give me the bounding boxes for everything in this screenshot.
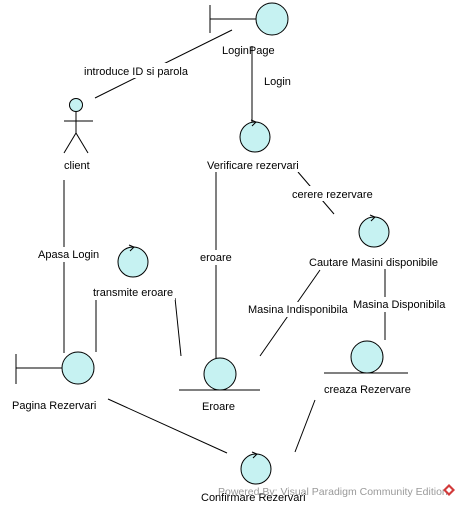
control-icon (358, 214, 390, 248)
edge-pagina-confirmare[interactable] (107, 398, 228, 454)
entity-eroare[interactable]: Eroare (179, 357, 260, 413)
entity-icon (179, 357, 260, 391)
stick-figure-actor-icon (63, 98, 93, 154)
visual-paradigm-logo-icon (443, 484, 455, 496)
control-confirmare-rezervari[interactable]: Confirmare Rezervari (201, 451, 306, 504)
label-apasa-login: Apasa Login (38, 249, 99, 261)
boundary-pagina-rezervari-label: Pagina Rezervari (12, 400, 96, 412)
actor-client[interactable]: client (60, 98, 96, 173)
control-cautare-label: Cautare Masini disponibile (309, 257, 438, 269)
control-cautare-masini[interactable]: Cautare Masini disponibile (307, 214, 441, 269)
control-icon (240, 451, 272, 485)
label-masina-disponibila: Masina Disponibila (353, 299, 446, 311)
boundary-icon (209, 2, 289, 36)
label-login: Login (264, 76, 291, 88)
label-masina-indisponibila: Masina Indisponibila (248, 304, 349, 316)
entity-creaza-rezervare[interactable]: creaza Rezervare (324, 340, 411, 396)
label-cerere-rezervare: cerere rezervare (292, 189, 373, 201)
label-transmite-eroare: transmite eroare (93, 287, 173, 299)
entity-icon (324, 340, 408, 374)
control-icon (239, 119, 271, 153)
boundary-loginpage-label: LoginPage (222, 45, 275, 57)
watermark-text: Powered By: Visual Paradigm Community Ed… (218, 486, 448, 498)
edge-creaza-confirmare[interactable] (294, 399, 316, 453)
label-introduce-id: introduce ID si parola (84, 66, 189, 78)
control-verificare-rezervari[interactable]: Verificare rezervari (204, 119, 302, 172)
entity-creaza-label: creaza Rezervare (324, 384, 411, 396)
edge-labels: introduce ID si parola Login cerere reze… (36, 63, 447, 317)
control-verificare-label: Verificare rezervari (207, 160, 299, 172)
label-eroare: eroare (200, 252, 232, 264)
control-icon (117, 244, 149, 278)
actor-client-label: client (64, 160, 90, 172)
entity-eroare-label: Eroare (202, 401, 235, 413)
control-transmite-eroare[interactable] (117, 244, 149, 278)
control-confirmare-label: Confirmare Rezervari (201, 492, 306, 504)
boundary-pagina-rezervari[interactable]: Pagina Rezervari (12, 351, 96, 412)
edge-transmite-eroare[interactable] (174, 297, 182, 357)
boundary-loginpage[interactable]: LoginPage (209, 2, 289, 57)
watermark: Powered By: Visual Paradigm Community Ed… (218, 484, 455, 498)
boundary-icon (15, 351, 95, 385)
